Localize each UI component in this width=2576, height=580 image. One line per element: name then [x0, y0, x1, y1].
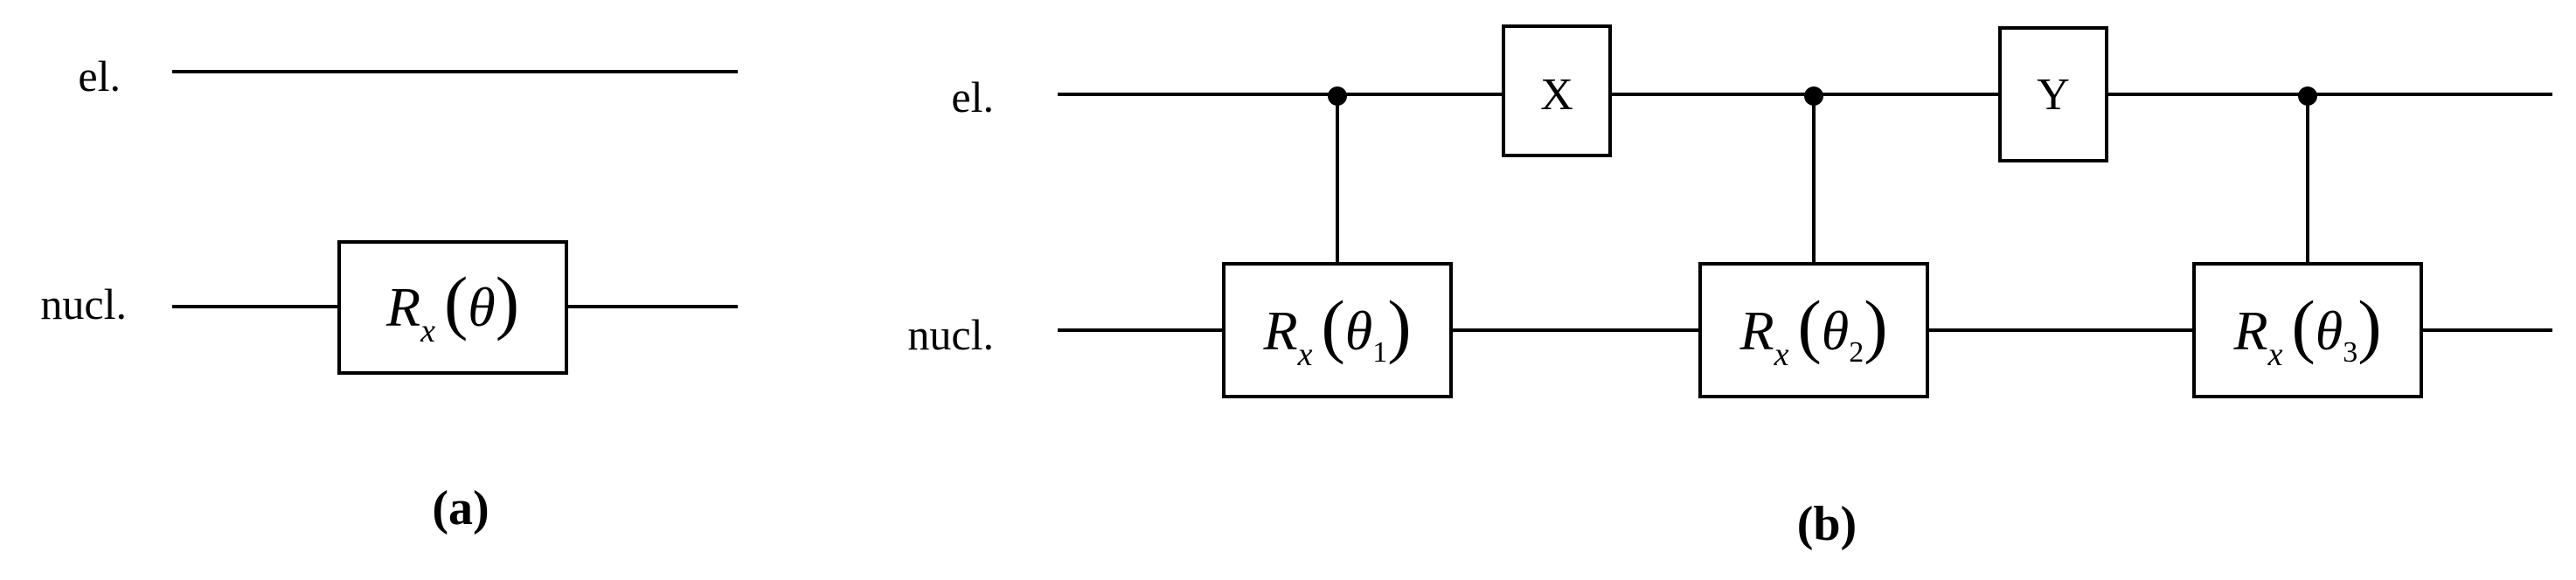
close-paren: ) — [496, 262, 519, 342]
x-gate: X — [1502, 24, 1612, 157]
control-dot — [1804, 86, 1823, 106]
panel-b: el. nucl. X Y Rx(θ1) — [907, 24, 2552, 551]
controlled-rx-theta1: Rx(θ1) — [1222, 86, 1453, 398]
panel-a-caption: (a) — [432, 481, 489, 535]
el-wire-label: el. — [951, 72, 994, 121]
y-gate: Y — [1998, 26, 2108, 162]
controlled-rx-theta3: Rx(θ3) — [2192, 86, 2423, 398]
gate-name: R — [1739, 300, 1774, 362]
control-dot — [2298, 86, 2317, 106]
gate-name: R — [1262, 300, 1297, 362]
gate-box — [1222, 262, 1453, 398]
panel-a: el. nucl. Rx(θ) (a) — [40, 52, 738, 535]
gate-arg-index: 3 — [2343, 336, 2357, 369]
controlled-rx-theta2: Rx(θ2) — [1698, 86, 1929, 398]
gate-box — [1998, 26, 2108, 162]
gate-label: X — [1540, 70, 1573, 120]
gate-label: Y — [2037, 70, 2070, 120]
gate-subscript: x — [420, 313, 435, 349]
gate-label: Rx(θ) — [385, 262, 519, 349]
close-paren: ) — [1864, 286, 1887, 365]
gate-label: Rx(θ2) — [1739, 286, 1887, 373]
gate-box — [2192, 262, 2423, 398]
open-paren: ( — [444, 262, 468, 342]
gate-argument: θ — [468, 276, 495, 338]
gate-name: R — [2232, 300, 2267, 362]
gate-argument: θ — [1345, 300, 1372, 362]
gate-label: Rx(θ3) — [2232, 286, 2381, 373]
gate-box — [337, 240, 568, 375]
gate-argument: θ — [1822, 300, 1849, 362]
nucl-wire-label: nucl. — [907, 310, 994, 359]
control-dot — [1328, 86, 1347, 106]
gate-name: R — [385, 276, 420, 338]
gate-subscript: x — [1297, 336, 1313, 373]
close-paren: ) — [2357, 286, 2381, 365]
gate-argument: θ — [2316, 300, 2343, 362]
close-paren: ) — [1387, 286, 1411, 365]
gate-subscript: x — [1774, 336, 1789, 373]
rx-theta-gate: Rx(θ) — [337, 240, 568, 375]
gate-box — [1502, 24, 1612, 157]
panel-b-caption: (b) — [1797, 497, 1857, 551]
el-wire-label: el. — [78, 52, 121, 100]
gate-box — [1698, 262, 1929, 398]
open-paren: ( — [2291, 286, 2315, 365]
open-paren: ( — [1321, 286, 1344, 365]
gate-label: Rx(θ1) — [1262, 286, 1411, 373]
gate-arg-index: 2 — [1849, 336, 1864, 369]
open-paren: ( — [1797, 286, 1821, 365]
nucl-wire-label: nucl. — [40, 280, 127, 328]
gate-arg-index: 1 — [1372, 336, 1387, 369]
gate-subscript: x — [2267, 336, 2283, 373]
